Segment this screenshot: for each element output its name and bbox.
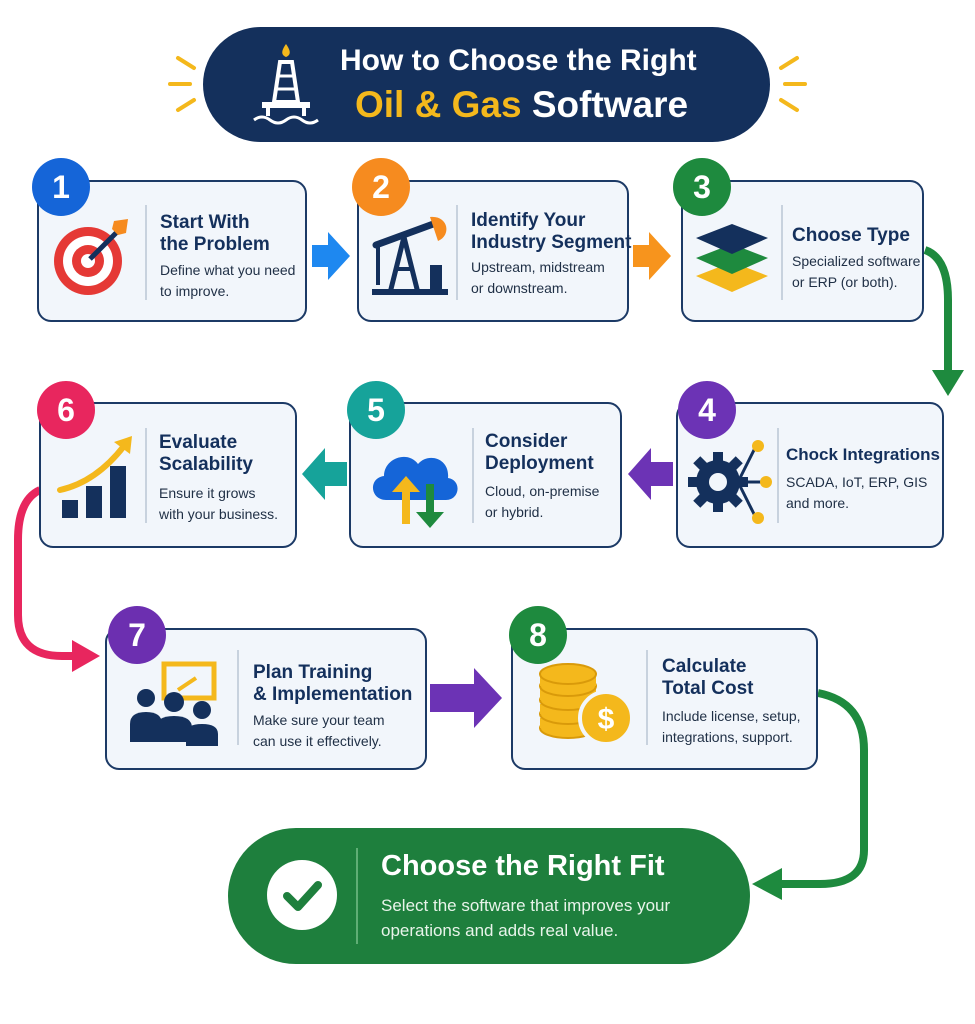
arrow-7-to-8 [430,668,502,728]
step-1-title: Start With the Problem [160,212,270,255]
step-7-badge: 7 [108,606,166,664]
step-2-desc: Upstream, midstream or downstream. [471,259,605,296]
cloud-transfer-icon [372,456,458,528]
oil-rig-icon [253,44,319,125]
gear-network-icon [688,440,772,524]
step-5-badge: 5 [347,381,405,439]
step-1-badge: 1 [32,158,90,216]
title-highlight: Oil & Gas [355,84,522,125]
checkmark-icon [267,860,337,930]
step-8-title: Calculate Total Cost [662,656,754,699]
step-6-title: Evaluate Scalability [159,432,253,475]
step-5-title: Consider Deployment [485,431,594,474]
coins-dollar-icon: $ [539,663,634,746]
page-title-line2: Oil & Gas Software [355,84,688,126]
step-4-badge: 4 [678,381,736,439]
pumpjack-icon [372,216,448,295]
growth-chart-icon [57,436,132,518]
step-3-badge: 3 [673,158,731,216]
step-1-desc: Define what you need to improve. [160,262,296,299]
arrow-2-to-3 [633,232,671,280]
arrow-4-to-5 [628,448,673,500]
step-7-title: Plan Training & Implementation [253,662,413,705]
step-2-title: Identify Your Industry Segment [471,210,632,253]
target-icon [54,219,128,295]
step-7-desc: Make sure your team can use it effective… [253,712,385,749]
step-5-desc: Cloud, on-premise or hybrid. [485,483,600,520]
final-title: Choose the Right Fit [381,850,665,882]
arrow-8-to-final [780,689,868,888]
title-line2-rest: Software [521,84,689,125]
arrow-1-to-2 [312,232,350,280]
sparkle-right-icon [779,56,807,112]
svg-text:$: $ [598,703,615,736]
step-8-badge: 8 [509,606,567,664]
team-training-icon [130,661,218,746]
page-title-line1: How to Choose the Right [340,44,697,77]
step-6-desc: Ensure it grows with your business. [159,485,279,522]
final-desc: Select the software that improves your o… [381,896,671,940]
step-2-badge: 2 [352,158,410,216]
step-8-desc: Include license, setup, integrations, su… [662,708,801,745]
arrow-5-to-6 [302,448,347,500]
step-4-title: Chock Integrations [786,445,940,464]
arrow-6-to-7 [14,486,74,660]
step-6-badge: 6 [37,381,95,439]
step-4-desc: SCADA, IoT, ERP, GIS and more. [786,474,928,511]
layers-icon [696,224,768,292]
step-3-desc: Specialized software or ERP (or both). [792,253,921,290]
header-banner [203,27,770,142]
step-3-title: Choose Type [792,225,910,246]
sparkle-left-icon [168,56,196,112]
arrow-3-to-4 [923,246,952,372]
